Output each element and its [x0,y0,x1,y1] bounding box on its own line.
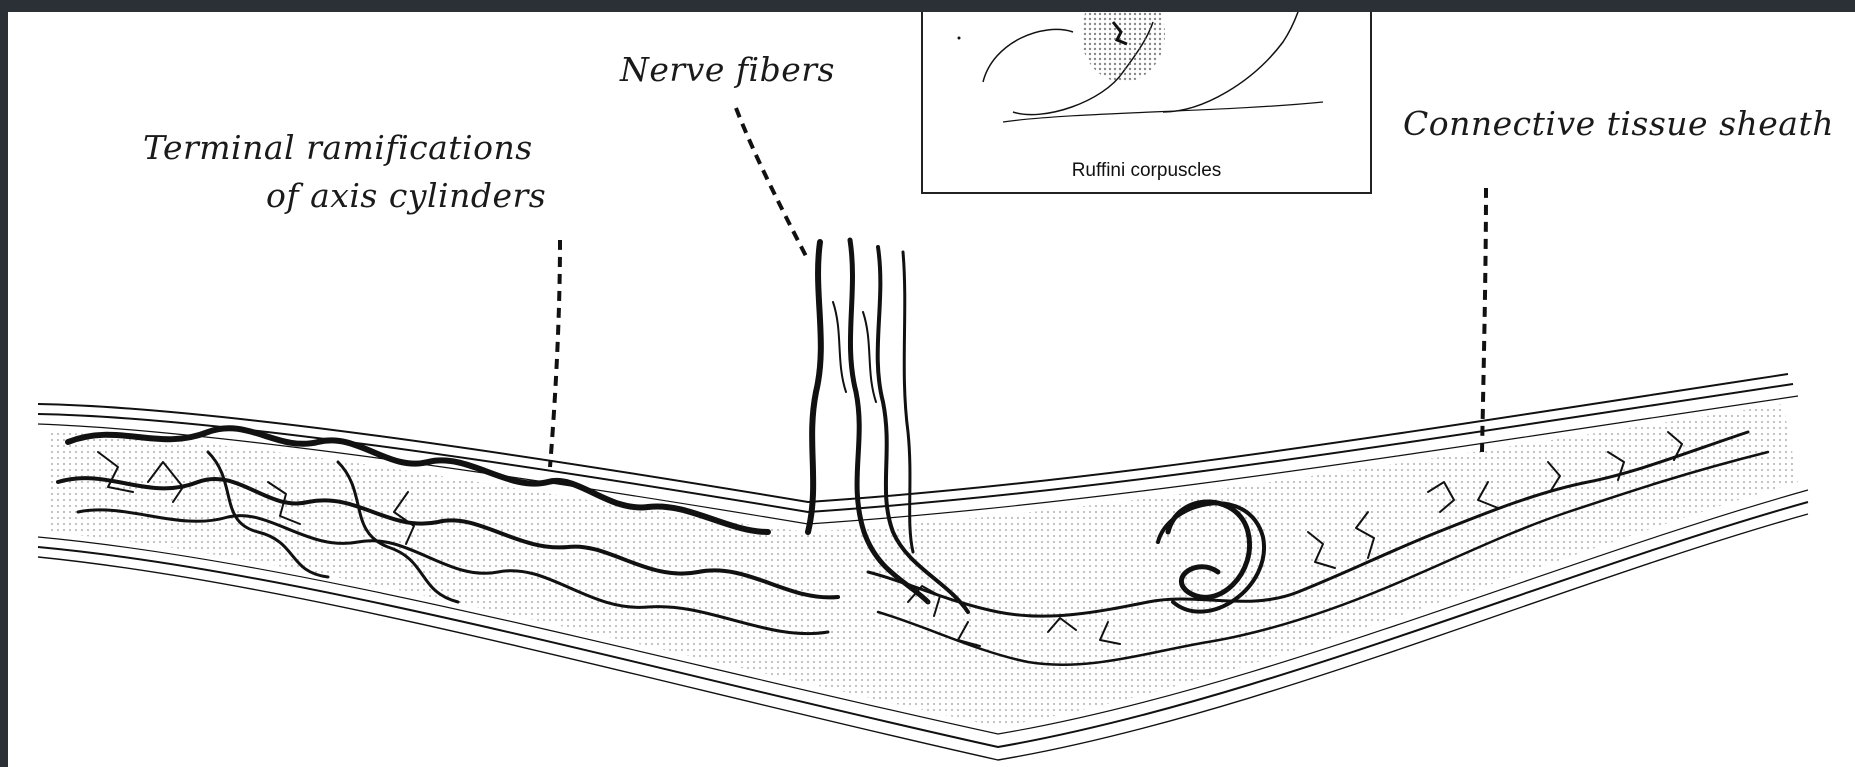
illustration-canvas: Nerve fibers Terminal ramifications of a… [8,12,1855,767]
window-top-bar [0,0,1855,12]
corpuscle-body-texture [48,404,1798,727]
label-terminal-ramifications: Terminal ramifications [143,128,533,167]
inset-caption: Ruffini corpuscles [923,160,1370,182]
leader-connective-sheath [1482,188,1486,452]
leader-terminal-ramifications [550,240,560,467]
label-nerve-fibers: Nerve fibers [620,50,835,89]
window-left-bar [0,0,8,767]
ruffini-inset-panel: Ruffini corpuscles [921,12,1372,194]
label-axis-cylinders: of axis cylinders [266,176,546,215]
label-connective-tissue-sheath: Connective tissue sheath [1403,104,1834,143]
leader-nerve-fibers [736,108,808,260]
